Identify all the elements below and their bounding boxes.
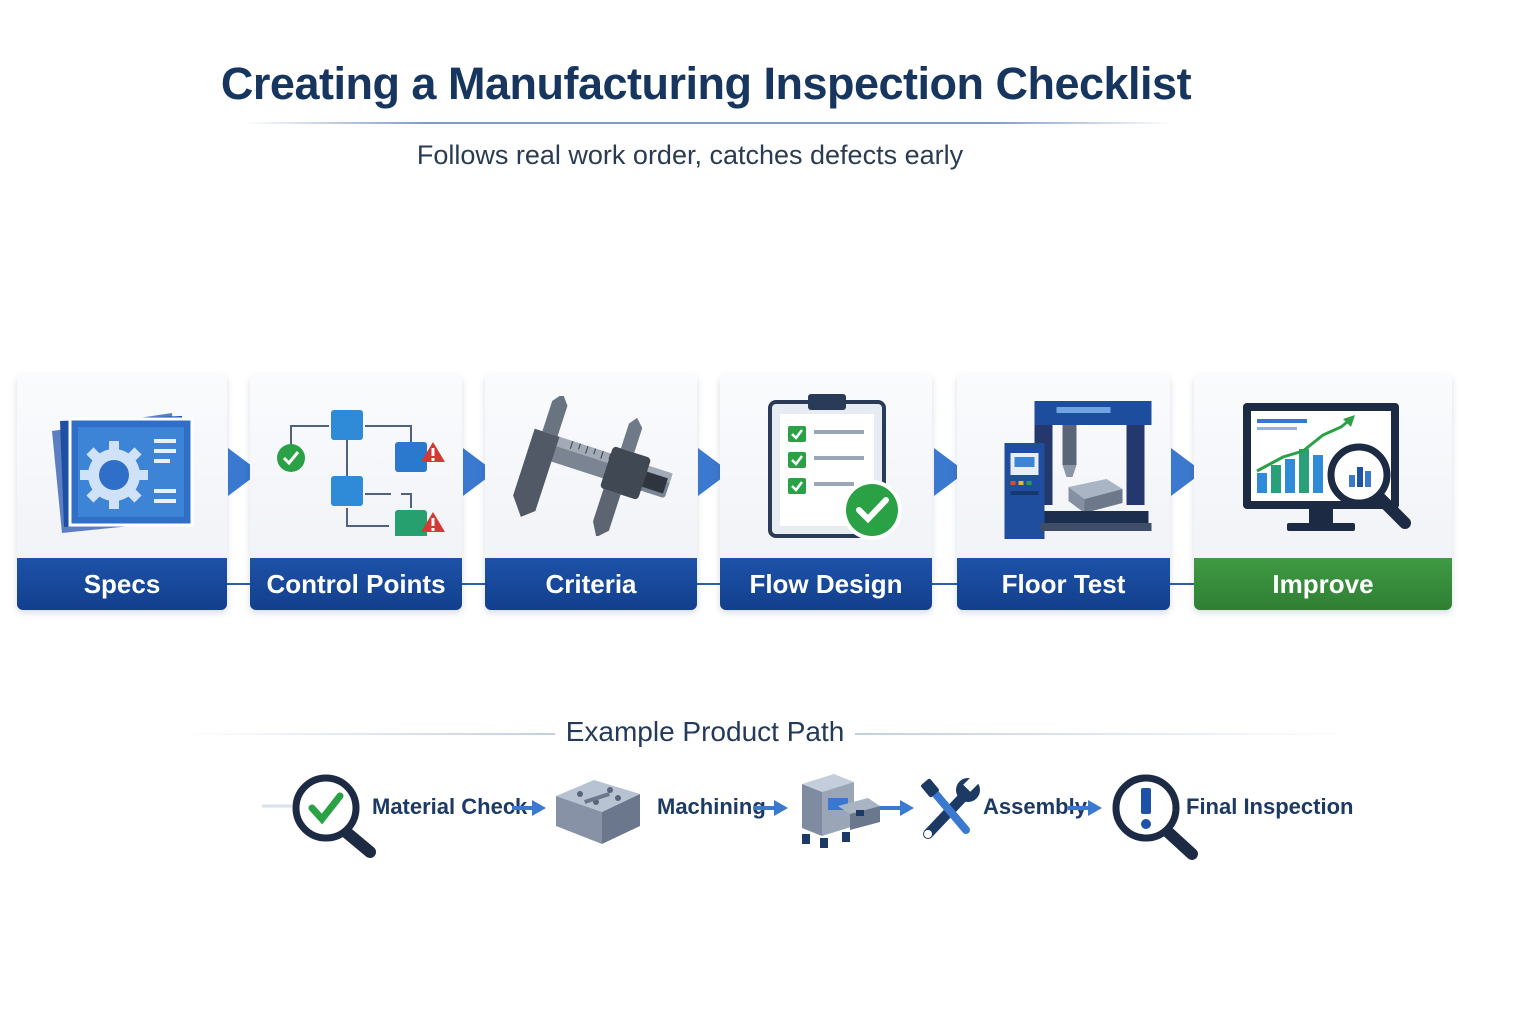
step-label: Improve xyxy=(1194,558,1452,610)
chevron-right-icon xyxy=(934,448,966,496)
page-subtitle: Follows real work order, catches defects… xyxy=(416,140,964,170)
step-specs[interactable]: Specs xyxy=(17,374,227,610)
caliper-icon xyxy=(513,396,673,536)
chevron-right-icon xyxy=(698,448,730,496)
path-label-material-check: Material Check xyxy=(372,794,528,819)
step-flow-design[interactable]: Flow Design xyxy=(720,374,932,610)
magnifier-check-icon xyxy=(262,774,376,858)
spec-document-gear-icon xyxy=(52,413,194,533)
arrow-right-icon xyxy=(512,800,546,816)
magnifier-exclamation-icon xyxy=(1112,774,1198,860)
path-heading: Example Product Path xyxy=(565,716,845,747)
step-improve[interactable]: Improve xyxy=(1194,374,1452,610)
page-title: Creating a Manufacturing Inspection Chec… xyxy=(220,58,1192,109)
step-label: Specs xyxy=(17,558,227,610)
step-connector xyxy=(461,583,487,585)
wrench-screwdriver-icon xyxy=(921,776,980,839)
path-label-final-inspection: Final Inspection xyxy=(1186,794,1354,819)
step-control-points[interactable]: Control Points xyxy=(250,374,462,610)
step-connector xyxy=(226,583,252,585)
chevron-right-icon xyxy=(463,448,495,496)
step-label: Control Points xyxy=(250,558,462,610)
metal-block-icon xyxy=(556,780,640,844)
step-connector xyxy=(696,583,722,585)
clipboard-checklist-icon xyxy=(768,394,902,540)
step-floor-test[interactable]: Floor Test xyxy=(957,374,1170,610)
machine-unit-icon xyxy=(802,774,880,848)
step-connector xyxy=(932,583,958,585)
title-divider xyxy=(242,122,1174,124)
path-label-machining: Machining xyxy=(657,794,766,819)
arrow-right-icon xyxy=(1068,800,1102,816)
path-divider-left xyxy=(180,733,555,735)
step-criteria[interactable]: Criteria xyxy=(485,374,697,610)
arrow-right-icon xyxy=(754,800,788,816)
chevron-right-icon xyxy=(1171,448,1203,496)
step-connector xyxy=(1169,583,1195,585)
arrow-right-icon xyxy=(880,800,914,816)
flowchart-control-points-icon xyxy=(277,410,445,536)
step-label: Flow Design xyxy=(720,558,932,610)
monitor-chart-magnifier-icon xyxy=(1243,403,1411,531)
path-divider-right xyxy=(855,733,1355,735)
step-label: Criteria xyxy=(485,558,697,610)
step-label: Floor Test xyxy=(957,558,1170,610)
chevron-right-icon xyxy=(228,448,260,496)
cnc-machine-icon xyxy=(1004,401,1151,539)
